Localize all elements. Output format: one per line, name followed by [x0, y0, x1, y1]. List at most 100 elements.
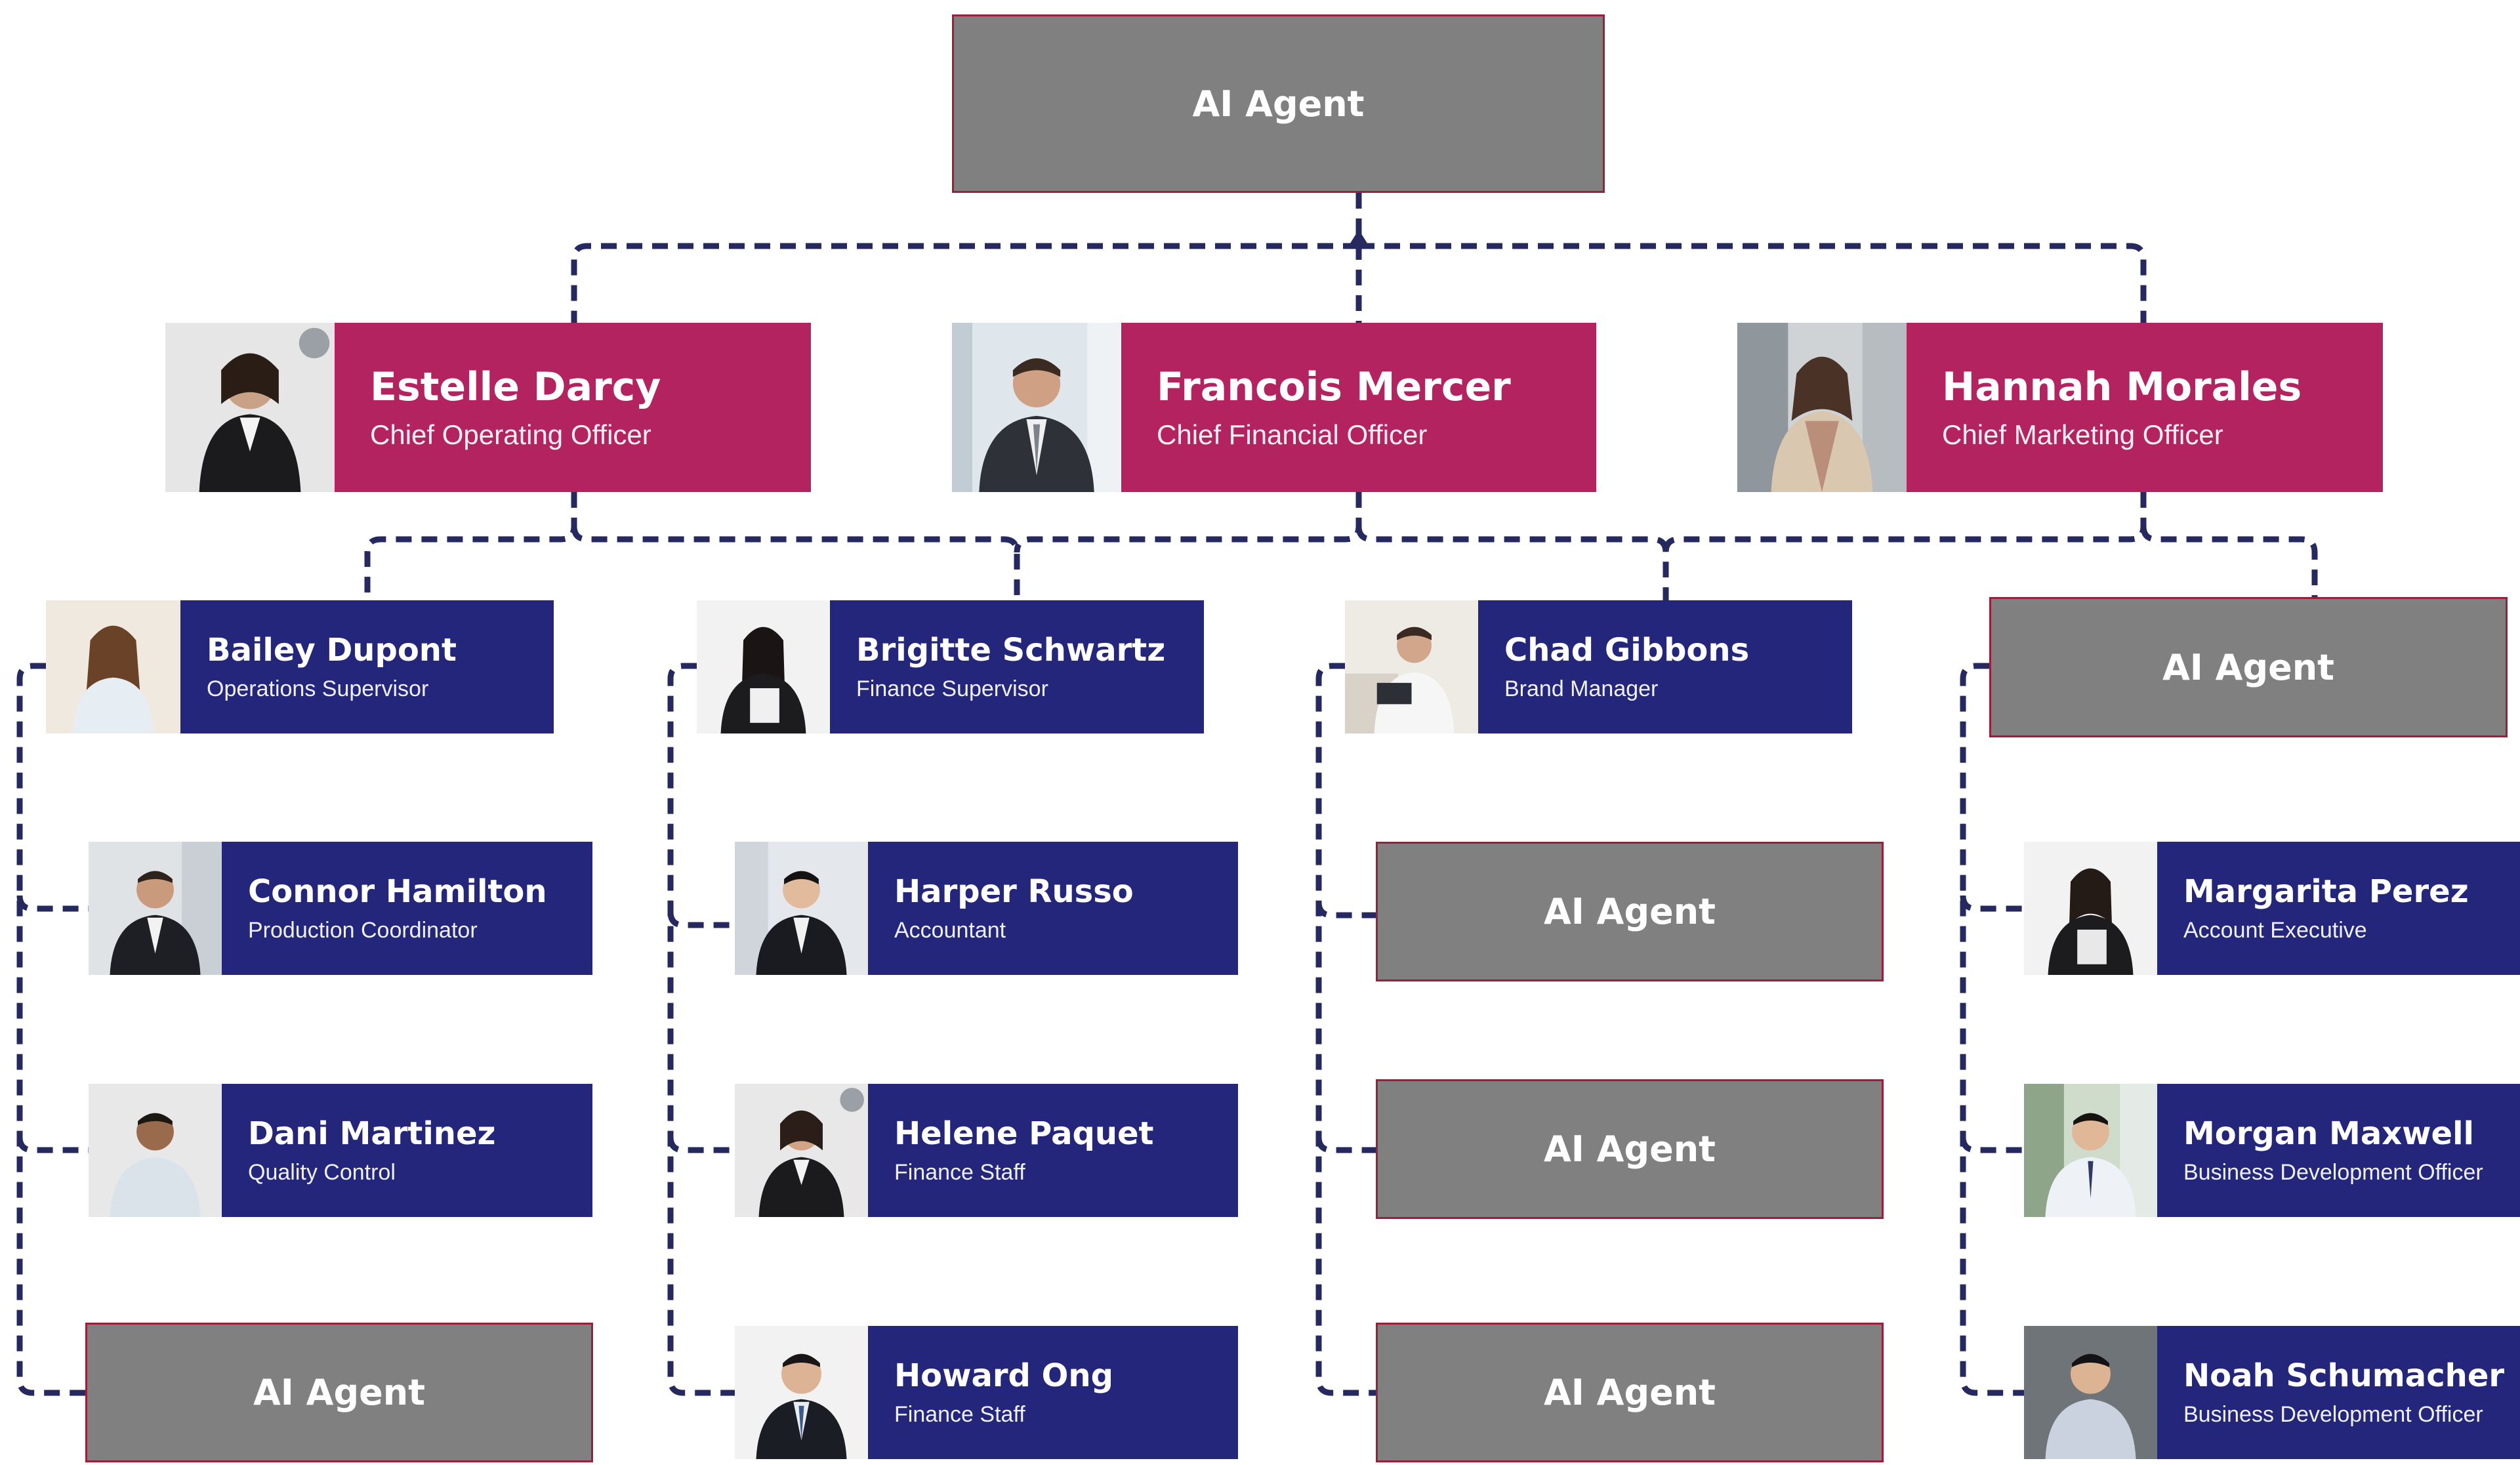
member-ai-agent-label-col1-3: AI Agent [253, 1372, 425, 1413]
connector-col2-spine [667, 663, 735, 1396]
member-name-col1-2: Dani Martinez [248, 1115, 496, 1152]
connector-col1-m2 [16, 1136, 89, 1153]
member-title-col4-1: Account Executive [2183, 918, 2367, 943]
executive-info-2: Francois Mercer Chief Financial Officer [1121, 323, 1596, 492]
member-info-col1-1: Connor Hamilton Production Coordinator [222, 842, 592, 975]
lead-title-col3: Brand Manager [1504, 676, 1659, 701]
photo-brigitte-schwartz [697, 600, 830, 733]
executive-card-1[interactable]: Estelle Darcy Chief Operating Officer [165, 323, 811, 492]
connector-col2-m1 [667, 911, 735, 928]
member-ai-agent-col1-3[interactable]: AI Agent [85, 1323, 593, 1462]
executive-info-3: Hannah Morales Chief Marketing Officer [1907, 323, 2383, 492]
top-ai-agent-box[interactable]: AI Agent [952, 14, 1605, 193]
lead-info-col2: Brigitte Schwartz Finance Supervisor [830, 600, 1204, 733]
member-title-col2-1: Accountant [894, 918, 1006, 943]
member-info-col4-1: Margarita Perez Account Executive [2157, 842, 2520, 975]
executive-info-1: Estelle Darcy Chief Operating Officer [335, 323, 811, 492]
lead-name-col2: Brigitte Schwartz [856, 632, 1166, 669]
member-name-col2-1: Harper Russo [894, 873, 1134, 910]
photo-connor-hamilton [89, 842, 222, 975]
member-title-col4-2: Business Development Officer [2183, 1160, 2483, 1185]
member-card-col4-1[interactable]: Margarita Perez Account Executive [2024, 842, 2520, 975]
member-ai-agent-label-col3-1: AI Agent [1543, 891, 1716, 932]
member-card-col2-2[interactable]: Helene Paquet Finance Staff [735, 1084, 1238, 1217]
photo-hannah-morales [1737, 323, 1907, 492]
executive-card-3[interactable]: Hannah Morales Chief Marketing Officer [1737, 323, 2383, 492]
photo-margarita-perez [2024, 842, 2157, 975]
connector-col3-spine [1315, 663, 1376, 1396]
member-name-col4-2: Morgan Maxwell [2183, 1115, 2474, 1152]
member-name-col4-1: Margarita Perez [2183, 873, 2469, 910]
photo-noah-schumacher [2024, 1326, 2157, 1459]
connector-exec3-b [2140, 526, 2318, 597]
member-ai-agent-label-col3-3: AI Agent [1543, 1372, 1716, 1413]
member-card-col2-1[interactable]: Harper Russo Accountant [735, 842, 1238, 975]
member-info-col2-3: Howard Ong Finance Staff [868, 1326, 1238, 1459]
member-card-col2-3[interactable]: Howard Ong Finance Staff [735, 1326, 1238, 1459]
member-info-col4-3: Noah Schumacher Business Development Off… [2157, 1326, 2520, 1459]
lead-name-col1: Bailey Dupont [207, 632, 457, 669]
member-card-col1-2[interactable]: Dani Martinez Quality Control [89, 1084, 592, 1217]
lead-ai-agent-label-col4: AI Agent [2162, 646, 2334, 688]
lead-card-col3[interactable]: Chad Gibbons Brand Manager [1345, 600, 1852, 733]
executive-name-1: Estelle Darcy [370, 364, 661, 410]
connector-exec3 [1663, 492, 2147, 553]
lead-title-col2: Finance Supervisor [856, 676, 1048, 701]
member-info-col4-2: Morgan Maxwell Business Development Offi… [2157, 1084, 2520, 1217]
connector-col2-m2 [667, 1136, 735, 1153]
connector-col3-m2 [1315, 1136, 1376, 1153]
connector-col4-spine [1960, 663, 2024, 1396]
member-info-col1-2: Dani Martinez Quality Control [222, 1084, 592, 1217]
top-ai-agent-label: AI Agent [1192, 83, 1365, 125]
member-card-col4-3[interactable]: Noah Schumacher Business Development Off… [2024, 1326, 2520, 1459]
executive-name-3: Hannah Morales [1942, 364, 2302, 410]
lead-title-col1: Operations Supervisor [207, 676, 429, 701]
member-title-col4-3: Business Development Officer [2183, 1402, 2483, 1427]
lead-ai-agent-col4[interactable]: AI Agent [1989, 597, 2508, 737]
member-title-col2-3: Finance Staff [894, 1402, 1025, 1427]
connector-col3-m1 [1315, 901, 1376, 918]
connector-exec1-b [571, 526, 1020, 600]
connector-col4-m2 [1960, 1136, 2024, 1153]
member-info-col2-2: Helene Paquet Finance Staff [868, 1084, 1238, 1217]
member-ai-agent-col3-1[interactable]: AI Agent [1376, 842, 1884, 981]
connector-top-right [1359, 243, 2147, 323]
connector-exec1 [364, 492, 577, 600]
lead-card-col2[interactable]: Brigitte Schwartz Finance Supervisor [697, 600, 1204, 733]
member-title-col1-1: Production Coordinator [248, 918, 478, 943]
member-info-col2-1: Harper Russo Accountant [868, 842, 1238, 975]
connector-col1-spine [16, 663, 85, 1396]
member-ai-agent-col3-3[interactable]: AI Agent [1376, 1323, 1884, 1462]
member-name-col1-1: Connor Hamilton [248, 873, 547, 910]
member-name-col2-2: Helene Paquet [894, 1115, 1154, 1152]
lead-info-col1: Bailey Dupont Operations Supervisor [180, 600, 554, 733]
photo-bailey-dupont [46, 600, 180, 733]
photo-francois-mercer [952, 323, 1121, 492]
lead-info-col3: Chad Gibbons Brand Manager [1478, 600, 1852, 733]
connector-top-left [571, 243, 1359, 323]
connector-col1-m1 [16, 895, 89, 912]
member-name-col2-3: Howard Ong [894, 1357, 1113, 1394]
executive-title-1: Chief Operating Officer [370, 419, 651, 450]
photo-helene-paquet [735, 1084, 868, 1217]
photo-morgan-maxwell [2024, 1084, 2157, 1217]
member-ai-agent-label-col3-2: AI Agent [1543, 1128, 1716, 1170]
member-title-col1-2: Quality Control [248, 1160, 396, 1185]
photo-harper-russo [735, 842, 868, 975]
executive-title-2: Chief Financial Officer [1157, 419, 1428, 450]
photo-estelle-darcy [165, 323, 335, 492]
connector-exec2-b [1355, 526, 1669, 600]
photo-dani-martinez [89, 1084, 222, 1217]
lead-name-col3: Chad Gibbons [1504, 632, 1750, 669]
lead-card-col1[interactable]: Bailey Dupont Operations Supervisor [46, 600, 554, 733]
executive-name-2: Francois Mercer [1157, 364, 1511, 410]
executive-card-2[interactable]: Francois Mercer Chief Financial Officer [952, 323, 1596, 492]
member-card-col4-2[interactable]: Morgan Maxwell Business Development Offi… [2024, 1084, 2520, 1217]
member-name-col4-3: Noah Schumacher [2183, 1357, 2505, 1394]
executive-title-3: Chief Marketing Officer [1942, 419, 2223, 450]
photo-howard-ong [735, 1326, 868, 1459]
member-title-col2-2: Finance Staff [894, 1160, 1025, 1185]
member-ai-agent-col3-2[interactable]: AI Agent [1376, 1079, 1884, 1219]
connector-arrowhead [1349, 230, 1369, 245]
member-card-col1-1[interactable]: Connor Hamilton Production Coordinator [89, 842, 592, 975]
